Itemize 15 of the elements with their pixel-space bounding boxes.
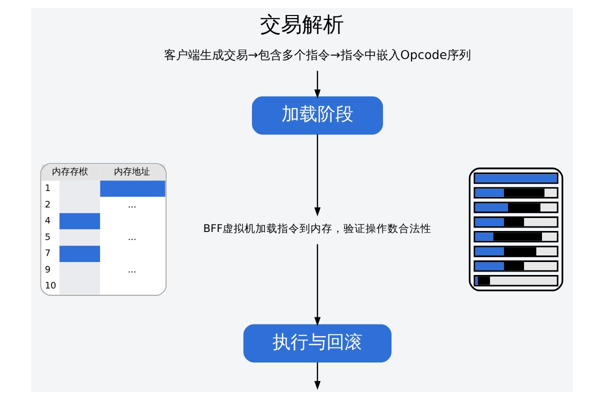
node-text: 客户端生成交易→包含多个指令→指令中嵌入Opcode序列: [163, 48, 471, 62]
diagram-title: 交易解析: [260, 11, 344, 36]
label: ...: [127, 265, 136, 276]
label: 内存地址: [114, 168, 150, 178]
label: ...: [127, 232, 136, 243]
label: 4: [44, 216, 50, 227]
label: 5: [44, 232, 50, 243]
node-text: BFF虚拟机加载指令到内存，验证操作数合法性: [202, 223, 432, 236]
label: 2: [44, 200, 50, 210]
label: 10: [44, 282, 56, 292]
label: 1: [44, 184, 50, 194]
label: ...: [127, 200, 136, 210]
label: 7: [44, 249, 50, 260]
label: 内存存栿: [52, 168, 88, 178]
label: 9: [44, 265, 50, 276]
